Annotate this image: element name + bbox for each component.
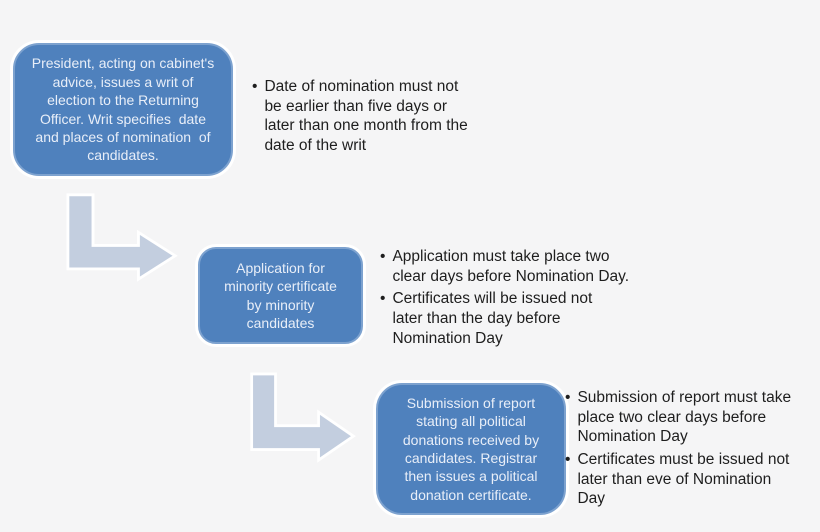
bullet-icon: •: [380, 248, 386, 265]
note-item: • Certificates will be issued not later …: [380, 289, 629, 348]
note-text: Certificates must be issued not later th…: [577, 451, 790, 508]
bullet-icon: •: [380, 290, 386, 308]
notes-minority-certificate: • Application must take place two clear …: [380, 247, 629, 351]
note-item: • Submission of report must take place t…: [565, 388, 791, 447]
note-text: Application must take place two clear da…: [392, 248, 630, 285]
note-item: • Certificates must be issued not later …: [565, 450, 791, 509]
bullet-icon: •: [252, 78, 258, 95]
bullet-icon: •: [565, 389, 571, 406]
note-item: • Application must take place two clear …: [380, 247, 629, 286]
bent-arrow-icon: [250, 372, 356, 463]
process-box-label: Application for minority certificate by …: [224, 259, 337, 331]
notes-writ-of-election: • Date of nomination must not be earlier…: [252, 77, 468, 159]
note-item: • Date of nomination must not be earlier…: [252, 77, 468, 156]
process-box-minority-certificate: Application for minority certificate by …: [198, 247, 363, 344]
notes-political-donation-certificate: • Submission of report must take place t…: [565, 388, 791, 512]
note-text: Submission of report must take place two…: [577, 389, 792, 446]
note-text: Certificates will be issued not later th…: [392, 290, 593, 347]
process-box-label: Submission of report stating all politic…: [402, 394, 540, 503]
note-text: Date of nomination must not be earlier t…: [264, 78, 468, 155]
bent-arrow-icon: [66, 193, 178, 282]
bullet-icon: •: [565, 451, 571, 469]
process-box-political-donation-certificate: Submission of report stating all politic…: [376, 383, 566, 515]
process-box-writ-of-election: President, acting on cabinet's advice, i…: [13, 43, 233, 176]
process-box-label: President, acting on cabinet's advice, i…: [31, 55, 215, 164]
